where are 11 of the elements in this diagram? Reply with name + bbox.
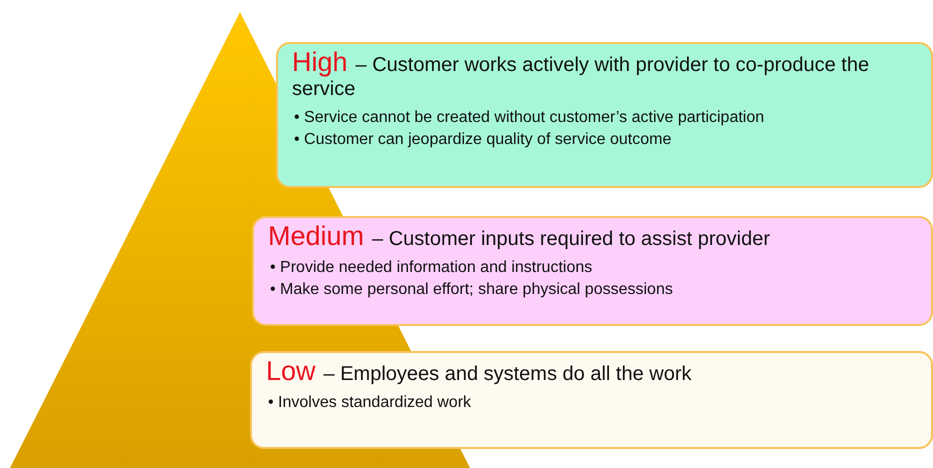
level-panel <box>252 216 933 326</box>
bullet-point: • Make some personal effort; share physical possessions <box>270 280 674 300</box>
level-description: High – Customer works actively with provider to co-produce the service <box>292 50 870 101</box>
bullet-point: • Involves standardized work <box>268 393 472 413</box>
bullet-point: • Provide needed information and instructions <box>270 258 594 278</box>
bullet-point: • Service cannot be created without customer’s active participation <box>294 108 766 128</box>
level-panel <box>250 351 933 449</box>
level-panel <box>276 42 933 188</box>
bullet-point: • Customer can jeopardize quality of service outcome <box>294 130 672 150</box>
level-description: Low – Employees and systems do all the work <box>266 359 692 386</box>
level-description: Medium – Customer inputs required to assist provider <box>268 224 771 251</box>
